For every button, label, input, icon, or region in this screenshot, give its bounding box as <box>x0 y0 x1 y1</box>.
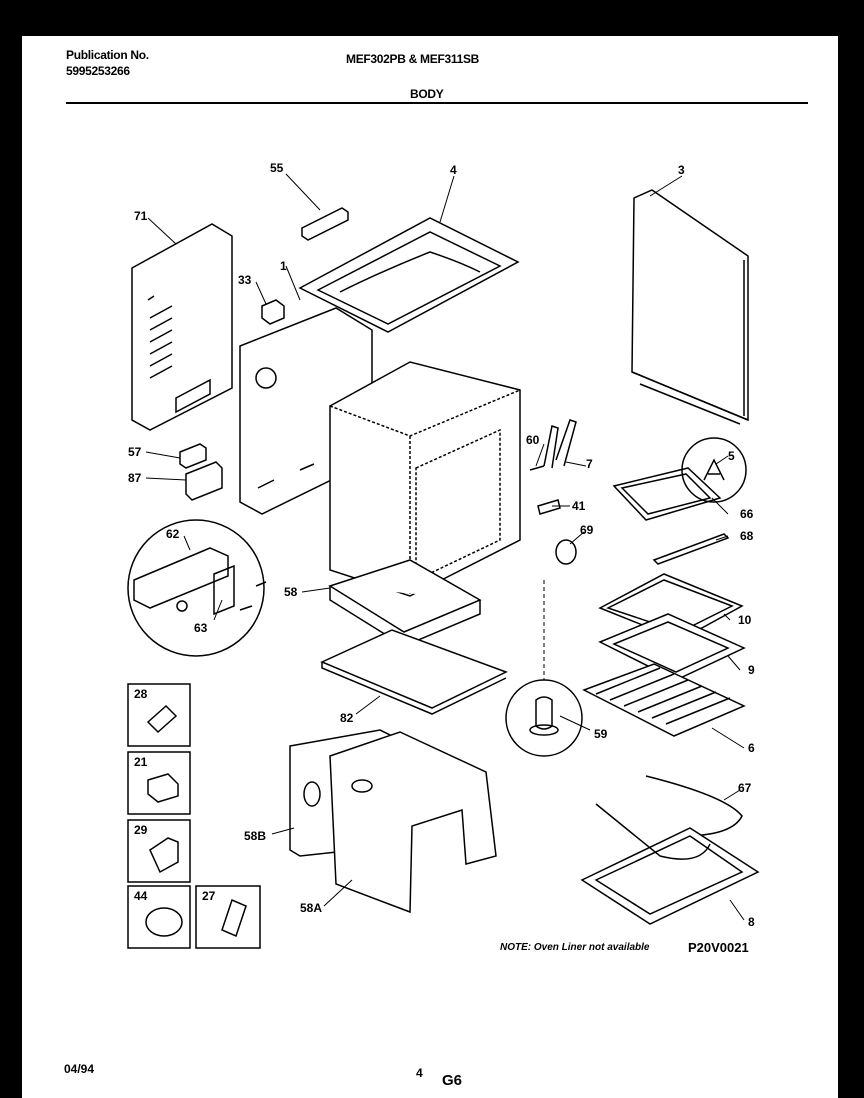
side-panel-3 <box>631 189 749 425</box>
bottom-plate-82 <box>320 629 508 715</box>
wire-67 <box>645 775 743 837</box>
callout-66: 66 <box>740 507 754 521</box>
callout-33: 33 <box>238 273 252 287</box>
callout-labels: 55 4 3 71 33 1 60 7 5 57 87 41 66 68 62 … <box>128 161 755 929</box>
part-box-21 <box>127 751 191 815</box>
callout-28: 28 <box>134 687 148 701</box>
callout-6: 6 <box>748 741 755 755</box>
rod-68 <box>652 533 730 565</box>
footer-date: 04/94 <box>64 1062 95 1076</box>
part-box-29 <box>127 819 191 883</box>
page-number: 4 <box>416 1066 423 1080</box>
callout-7: 7 <box>586 457 593 471</box>
section-title: BODY <box>410 87 444 101</box>
callout-4: 4 <box>450 163 457 177</box>
callout-5: 5 <box>728 449 735 463</box>
callout-62: 62 <box>166 527 180 541</box>
element-66 <box>612 467 722 521</box>
scan-border-left <box>0 0 22 1098</box>
detail-circle-62 <box>127 519 267 657</box>
bracket-87 <box>185 461 223 501</box>
model-number: MEF302PB & MEF311SB <box>346 52 480 66</box>
scan-border-top <box>0 0 864 36</box>
callout-68: 68 <box>740 529 754 543</box>
callout-82: 82 <box>340 711 354 725</box>
lamp-parts-7 <box>529 419 577 471</box>
label-57 <box>179 443 207 469</box>
oven-body <box>329 361 521 597</box>
callout-59: 59 <box>594 727 608 741</box>
callout-67: 67 <box>738 781 752 795</box>
insulation-58a <box>329 731 497 914</box>
leader-lines <box>145 173 745 921</box>
top-frame-4 <box>298 217 520 333</box>
detail-circle-59 <box>505 679 583 757</box>
callout-57: 57 <box>128 445 142 459</box>
bake-element-8 <box>580 827 760 925</box>
callout-87: 87 <box>128 471 142 485</box>
publication-label: Publication No. <box>66 48 149 62</box>
callout-71: 71 <box>134 209 148 223</box>
callout-69: 69 <box>580 523 594 537</box>
callout-58b: 58B <box>244 829 266 843</box>
part-box-27 <box>195 885 261 949</box>
diagram-code: P20V0021 <box>688 940 749 955</box>
callout-3: 3 <box>678 163 685 177</box>
part-box-44 <box>127 885 191 949</box>
callout-10: 10 <box>738 613 752 627</box>
callout-41: 41 <box>572 499 586 513</box>
footer-code: G6 <box>442 1072 463 1089</box>
ring-69 <box>555 539 577 565</box>
part-41 <box>537 499 561 515</box>
header-rule <box>66 102 808 104</box>
callout-8: 8 <box>748 915 755 929</box>
callout-44: 44 <box>134 889 148 903</box>
callout-58a: 58A <box>300 901 322 915</box>
oven-rack-6 <box>582 663 746 737</box>
callout-27: 27 <box>202 889 216 903</box>
scan-border-right <box>838 0 864 1098</box>
rear-panel-71 <box>131 223 233 431</box>
oven-liner-note: NOTE: Oven Liner not available <box>500 942 650 953</box>
publication-number: 5995253266 <box>66 64 130 78</box>
callout-55: 55 <box>270 161 284 175</box>
callout-9: 9 <box>748 663 755 677</box>
plate-55 <box>301 207 349 241</box>
callout-60: 60 <box>526 433 540 447</box>
callout-58: 58 <box>284 585 298 599</box>
callout-21: 21 <box>134 755 148 769</box>
callout-1: 1 <box>280 259 287 273</box>
callout-63: 63 <box>194 621 208 635</box>
bracket-33 <box>261 299 285 325</box>
part-box-28 <box>127 683 191 747</box>
callout-29: 29 <box>134 823 148 837</box>
pan-insert-9 <box>598 613 746 681</box>
